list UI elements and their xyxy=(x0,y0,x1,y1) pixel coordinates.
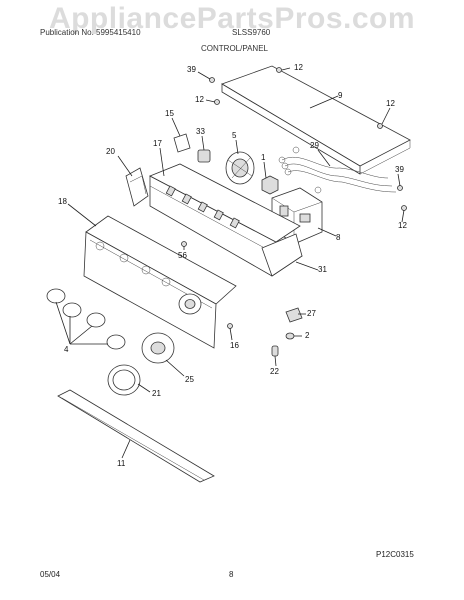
wire-harness-29 xyxy=(278,146,397,194)
callout-15: 15 xyxy=(165,109,174,118)
section-title: CONTROL/PANEL xyxy=(201,44,268,53)
callout-39-top: 39 xyxy=(187,65,196,74)
callout-12-bottom: 12 xyxy=(398,221,407,230)
part-33 xyxy=(197,149,211,163)
trim-strip-11 xyxy=(57,389,215,483)
end-bracket-20 xyxy=(125,167,149,207)
callout-8: 8 xyxy=(336,233,341,242)
callout-4: 4 xyxy=(64,345,69,354)
callout-29: 29 xyxy=(310,141,319,150)
watermark: AppliancePartsPros.com xyxy=(48,2,416,35)
callout-16: 16 xyxy=(230,341,239,350)
callout-56: 56 xyxy=(178,251,187,260)
callout-18: 18 xyxy=(58,197,67,206)
publication-number: Publication No. 5995415410 xyxy=(40,28,141,37)
callout-11: 11 xyxy=(117,459,126,468)
callout-27: 27 xyxy=(307,309,316,318)
callout-21: 21 xyxy=(152,389,161,398)
callout-20: 20 xyxy=(106,147,115,156)
encoder-5 xyxy=(225,151,255,185)
callout-9: 9 xyxy=(338,91,343,100)
diagram-code: P12C0315 xyxy=(376,550,414,559)
callout-33: 33 xyxy=(196,127,205,136)
clip-15 xyxy=(173,133,191,153)
ring-21 xyxy=(107,364,141,396)
callout-12-top: 12 xyxy=(294,63,303,72)
front-panel-18 xyxy=(83,215,237,349)
callout-2: 2 xyxy=(305,331,310,340)
leader-lines xyxy=(55,67,405,459)
rear-panel-9 xyxy=(221,65,411,175)
callout-25: 25 xyxy=(185,375,194,384)
knobs-4 xyxy=(46,288,126,350)
callout-1: 1 xyxy=(261,153,266,162)
callout-22: 22 xyxy=(270,367,279,376)
callout-31: 31 xyxy=(318,265,327,274)
switch-1 xyxy=(261,175,279,195)
page-number: 8 xyxy=(229,570,234,579)
revision-date: 05/04 xyxy=(40,570,61,579)
model-number: SLSS9760 xyxy=(232,28,271,37)
callout-39-right: 39 xyxy=(395,165,404,174)
dial-25 xyxy=(141,332,175,364)
callout-12-left: 12 xyxy=(195,95,204,104)
console-housing-31 xyxy=(149,163,303,277)
callout-17: 17 xyxy=(153,139,162,148)
callout-5: 5 xyxy=(232,131,237,140)
callout-12-right: 12 xyxy=(386,99,395,108)
